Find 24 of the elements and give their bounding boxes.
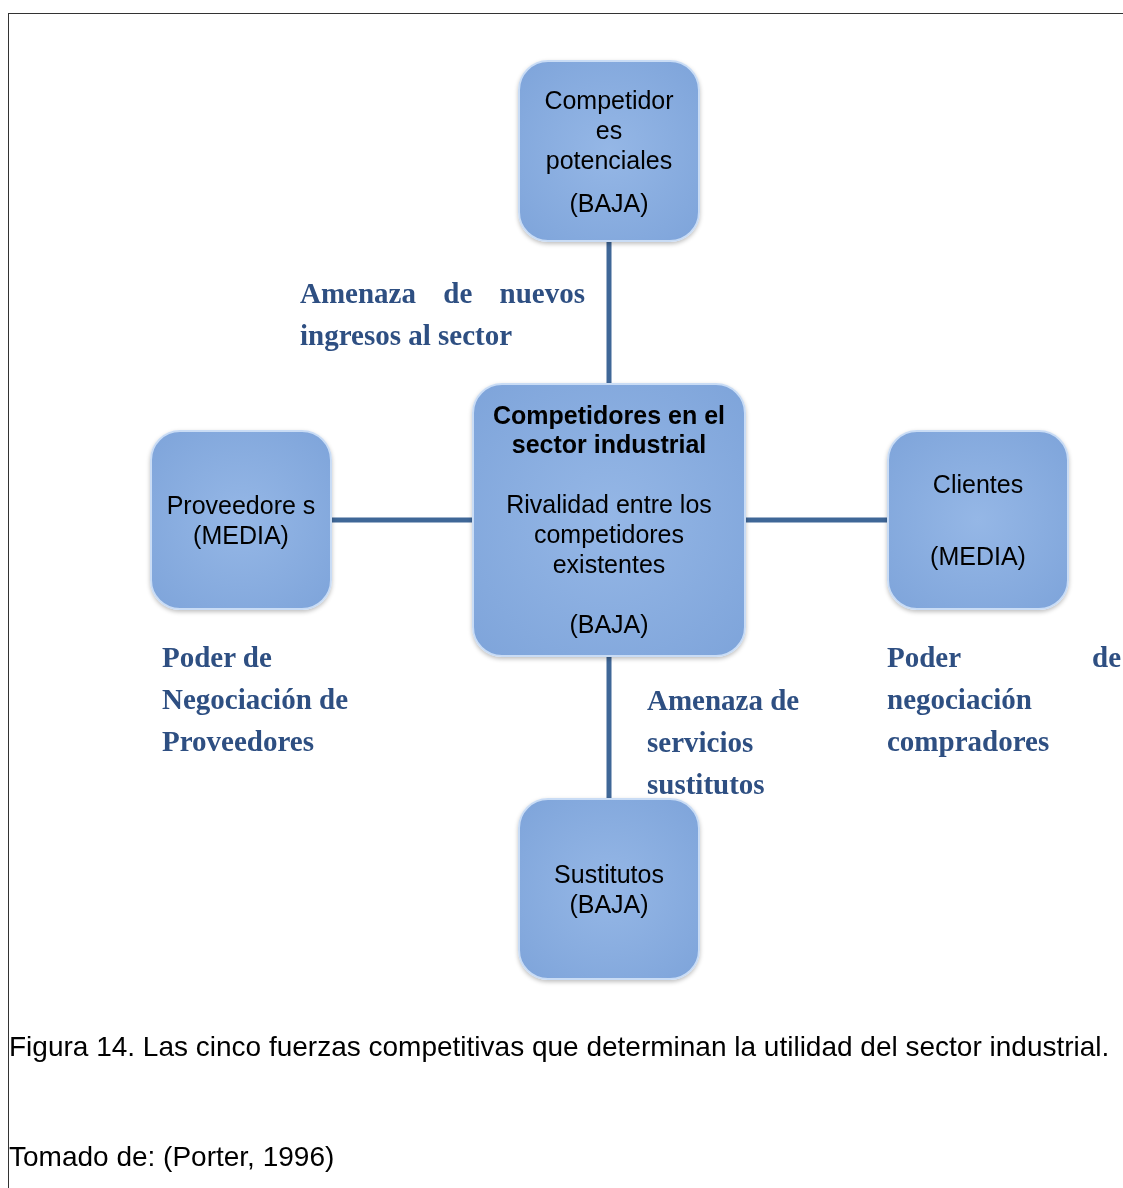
connector-line [606,242,612,383]
box-text: (MEDIA) [930,541,1026,571]
box-text: (BAJA) [569,609,649,639]
force-box [472,383,746,657]
force-box [518,60,700,242]
box-text: Sustitutos (BAJA) [553,859,665,919]
force-box [887,430,1069,610]
figure-caption: Figura 14. Las cinco fuerzas competitivas que determinan la utilidad del sector industrial. [9,1030,1111,1064]
box-heading: Competidores en el sector industrial [492,401,726,459]
box-text: Clientes [932,469,1024,499]
force-label: Amenaza de servicios sustitutos [647,683,801,802]
force-label: Poder de Negociación de Proveedores [162,640,350,759]
force-label: Poder de negociación compradores [887,640,1121,759]
force-label: Amenaza de nuevos ingresos al sector [300,276,585,353]
force-box [518,798,700,980]
force-box [150,430,332,610]
box-text: Competidor es potenciales [543,84,675,175]
box-text: Rivalidad entre los competidores existentes [505,489,713,579]
connector-line [606,657,612,798]
box-text: Proveedore s (MEDIA) [165,490,317,550]
connector-line [746,517,887,523]
connector-line [332,517,472,523]
box-text: (BAJA) [569,187,649,218]
source-note: Tomado de: (Porter, 1996) [9,1140,335,1174]
